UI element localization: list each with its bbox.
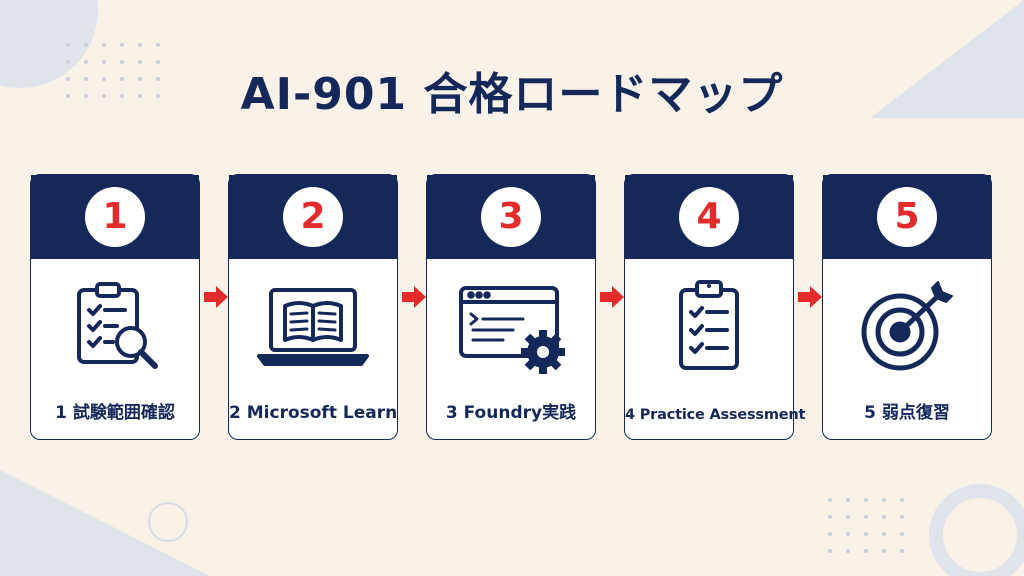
step-card-4: 4 4 Practice Assessment bbox=[624, 174, 806, 440]
step-number: 3 bbox=[481, 187, 541, 247]
step-label: 3 Foundry実践 bbox=[445, 403, 577, 423]
step-number: 5 bbox=[877, 187, 937, 247]
step-number: 1 bbox=[85, 187, 145, 247]
step-card-header: 4 bbox=[625, 175, 793, 259]
step-label: 1 試験範囲確認 bbox=[55, 403, 175, 423]
arrow-right-icon bbox=[798, 286, 822, 308]
step-card-header: 5 bbox=[823, 175, 991, 259]
code-window-gear-icon bbox=[459, 286, 565, 374]
step-card-header: 3 bbox=[427, 175, 595, 259]
step-label: 5 弱点復習 bbox=[864, 403, 950, 423]
target-arrow-icon bbox=[861, 281, 953, 371]
clipboard-magnifier-icon bbox=[77, 282, 158, 369]
step-label: 4 Practice Assessment bbox=[625, 407, 806, 423]
arrow-right-icon bbox=[600, 286, 624, 308]
step-number: 4 bbox=[679, 187, 739, 247]
step-card-2: 2 2 Microsoft Learn bbox=[228, 174, 398, 440]
step-card-1: 1 1 試験範囲確認 bbox=[30, 174, 200, 440]
arrow-right-icon bbox=[402, 286, 426, 308]
arrow-right-icon bbox=[204, 286, 228, 308]
step-number: 2 bbox=[283, 187, 343, 247]
step-card-header: 1 bbox=[31, 175, 199, 259]
step-card-5: 5 5 弱点復習 bbox=[822, 174, 992, 440]
page-title: AI-901 合格ロードマップ bbox=[240, 69, 784, 120]
laptop-book-icon bbox=[257, 288, 369, 366]
step-card-header: 2 bbox=[229, 175, 397, 259]
clipboard-checklist-icon bbox=[679, 280, 739, 370]
step-label: 2 Microsoft Learn bbox=[229, 403, 398, 423]
step-card-3: 3 bbox=[426, 174, 596, 440]
